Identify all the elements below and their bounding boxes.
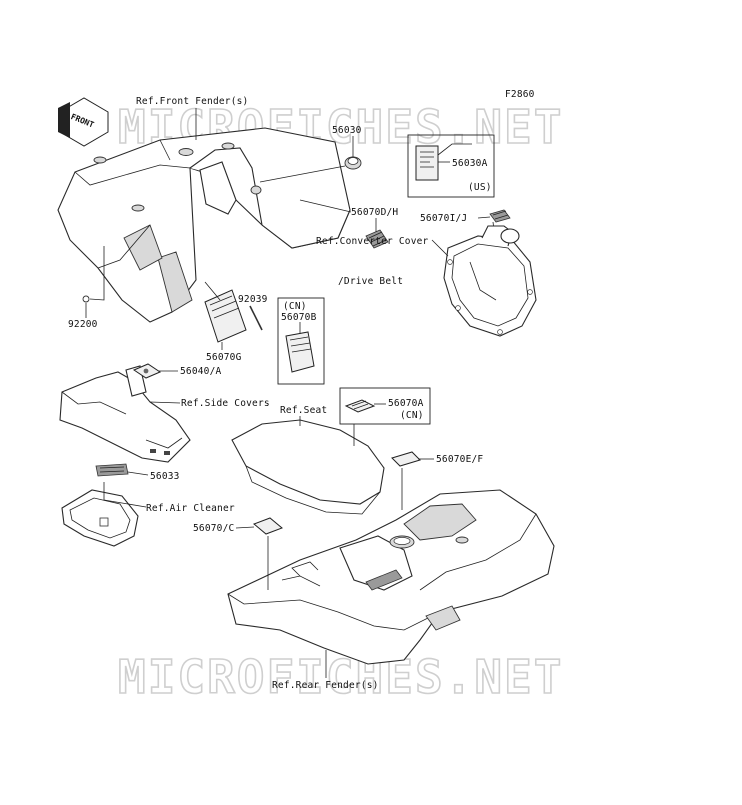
label-56070c: 56070/C bbox=[193, 523, 234, 534]
figure-code: F2860 bbox=[505, 89, 535, 100]
leader-56070g-fender bbox=[204, 281, 221, 301]
part-56030a-box bbox=[407, 134, 495, 198]
part-56070ij bbox=[489, 209, 511, 223]
label-92039: 92039 bbox=[238, 294, 268, 305]
part-56070c bbox=[253, 517, 283, 535]
label-92200: 92200 bbox=[68, 319, 98, 330]
leader-air-cleaner bbox=[103, 482, 147, 508]
converter-cover bbox=[443, 225, 537, 337]
part-56070b-box bbox=[277, 297, 325, 385]
part-56070g bbox=[204, 289, 247, 343]
label-56033: 56033 bbox=[150, 471, 180, 482]
label-ref-side-covers: Ref.Side Covers bbox=[181, 398, 270, 409]
label-ref-converter-1: Ref.Converter Cover bbox=[316, 236, 429, 247]
label-ref-rear-fender: Ref.Rear Fender(s) bbox=[272, 680, 379, 691]
part-56040a bbox=[132, 363, 162, 379]
leader-56030-fender bbox=[259, 165, 346, 183]
label-ref-seat: Ref.Seat bbox=[280, 405, 327, 416]
label-56030: 56030 bbox=[332, 125, 362, 136]
air-cleaner bbox=[61, 489, 139, 547]
part-92039 bbox=[249, 305, 263, 331]
label-56040a: 56040/A bbox=[180, 366, 222, 377]
leader-56070c bbox=[235, 526, 255, 529]
label-56070b: 56070B bbox=[281, 312, 317, 323]
side-covers bbox=[59, 365, 191, 463]
part-56070ef bbox=[391, 451, 421, 467]
label-ref-air-cleaner: Ref.Air Cleaner bbox=[146, 503, 235, 514]
label-us: (US) bbox=[468, 182, 492, 193]
leader-56070dh-fender bbox=[299, 199, 352, 213]
part-56070dh bbox=[365, 229, 389, 249]
part-56030 bbox=[344, 156, 362, 170]
rear-fender bbox=[227, 489, 555, 665]
label-56030a: 56030A bbox=[452, 158, 488, 169]
leader-converter bbox=[431, 239, 449, 257]
label-cn-2: (CN) bbox=[400, 410, 424, 421]
label-56070a: 56070A bbox=[388, 398, 424, 409]
watermark-bottom: MICROFICHES.NET bbox=[118, 650, 563, 704]
seat bbox=[231, 419, 385, 515]
label-56070ij: 56070I/J bbox=[420, 213, 467, 224]
leader-92200-fender bbox=[89, 246, 105, 301]
label-56070dh: 56070D/H bbox=[351, 207, 398, 218]
part-56070a-box bbox=[339, 387, 431, 446]
part-56033 bbox=[95, 463, 129, 477]
label-cn-1: (CN) bbox=[283, 301, 307, 312]
front-arrow-icon: FRONT bbox=[58, 97, 109, 147]
part-92200 bbox=[82, 295, 90, 303]
label-56070ef: 56070E/F bbox=[436, 454, 483, 465]
front-fender bbox=[57, 127, 351, 323]
leader-56070ij bbox=[477, 216, 491, 219]
label-ref-converter-2: /Drive Belt bbox=[338, 276, 403, 287]
leader-side-covers bbox=[149, 401, 181, 404]
label-56070g: 56070G bbox=[206, 352, 242, 363]
leader-56033 bbox=[127, 471, 149, 476]
label-ref-front-fender: Ref.Front Fender(s) bbox=[136, 96, 248, 107]
